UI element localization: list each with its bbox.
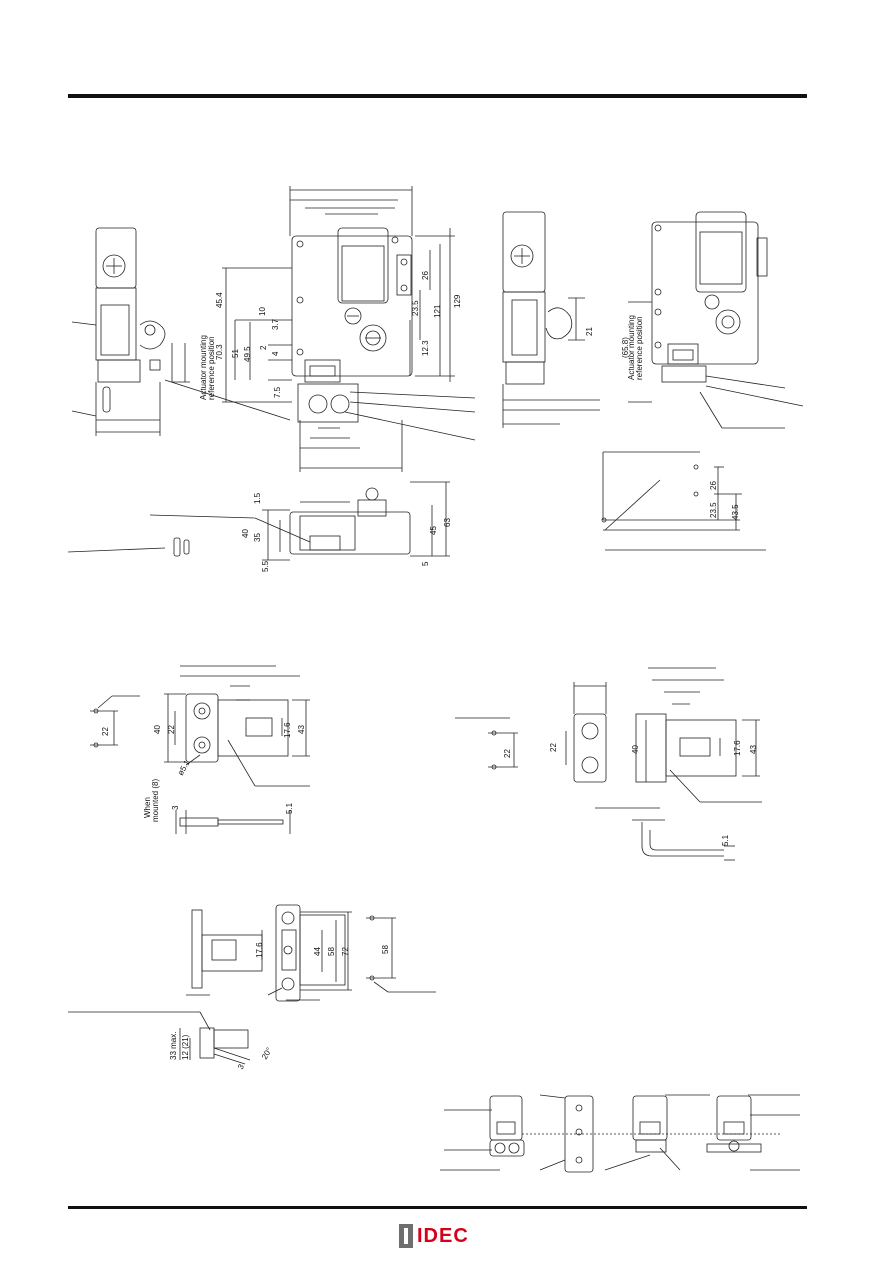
- chain-assembly: [440, 1094, 800, 1173]
- svg-text:22: 22: [503, 749, 512, 758]
- svg-text:22: 22: [549, 743, 558, 752]
- svg-text:22: 22: [167, 725, 176, 734]
- svg-text:49.5: 49.5: [243, 346, 252, 362]
- svg-text:4: 4: [271, 351, 280, 356]
- svg-text:63: 63: [443, 518, 452, 527]
- svg-text:Actuator mounting: Actuator mounting: [199, 335, 208, 400]
- svg-text:43.5: 43.5: [731, 504, 740, 520]
- svg-text:7.5: 7.5: [273, 386, 282, 398]
- svg-text:1.5: 1.5: [253, 492, 262, 504]
- logo-mark-icon: [399, 1224, 413, 1248]
- svg-text:51: 51: [231, 349, 240, 358]
- svg-text:40: 40: [153, 725, 162, 734]
- svg-text:23.5: 23.5: [411, 300, 420, 316]
- back-view: [628, 211, 804, 429]
- svg-text:58: 58: [381, 945, 390, 954]
- svg-text:12.3: 12.3: [421, 340, 430, 356]
- svg-text:43: 43: [749, 745, 758, 754]
- svg-text:35: 35: [253, 533, 262, 542]
- svg-text:21: 21: [585, 327, 594, 336]
- svg-text:Actuator mounting: Actuator mounting: [627, 315, 636, 380]
- svg-text:reference position: reference position: [207, 336, 216, 400]
- side-view-right: [502, 211, 600, 428]
- svg-text:reference position: reference position: [635, 316, 644, 380]
- svg-text:44: 44: [313, 947, 322, 956]
- svg-text:23.5: 23.5: [709, 502, 718, 518]
- svg-text:12 (21): 12 (21): [181, 1034, 190, 1060]
- footer-rule: [68, 1206, 807, 1209]
- svg-text:33 max.: 33 max.: [169, 1032, 178, 1060]
- svg-text:5.5: 5.5: [261, 560, 270, 572]
- svg-text:121: 121: [433, 304, 442, 318]
- dimension-labels: 1.5 40 35 5.5 45 63 5 45.4 51 49.5 10 3.…: [101, 271, 758, 1071]
- svg-text:When: When: [143, 797, 152, 818]
- main-front-view: [222, 186, 476, 472]
- svg-text:(65.8): (65.8): [621, 337, 630, 358]
- svg-text:5.1: 5.1: [285, 802, 294, 814]
- idec-logo: IDEC: [399, 1224, 469, 1248]
- svg-text:45: 45: [429, 526, 438, 535]
- svg-text:5: 5: [421, 561, 430, 566]
- svg-text:22: 22: [101, 727, 110, 736]
- svg-text:2: 2: [259, 345, 268, 350]
- svg-text:17.6: 17.6: [733, 740, 742, 756]
- svg-text:72: 72: [341, 947, 350, 956]
- main-top-view: [67, 481, 450, 561]
- actuator-b: [455, 667, 762, 861]
- svg-text:26: 26: [709, 481, 718, 490]
- svg-text:26: 26: [421, 271, 430, 280]
- svg-text:17.6: 17.6: [255, 942, 264, 958]
- svg-text:3: 3: [171, 805, 180, 810]
- svg-text:3.7: 3.7: [271, 318, 280, 330]
- side-view-left: [71, 227, 291, 436]
- svg-text:45.4: 45.4: [215, 292, 224, 308]
- svg-text:17.6: 17.6: [283, 722, 292, 738]
- logo-text: IDEC: [417, 1224, 469, 1247]
- svg-text:3: 3: [236, 1062, 246, 1071]
- svg-text:5.1: 5.1: [721, 834, 730, 846]
- svg-text:58: 58: [327, 947, 336, 956]
- svg-text:ø5.1: ø5.1: [176, 758, 192, 777]
- svg-text:mounted (8): mounted (8): [151, 779, 160, 822]
- header-rule: [68, 94, 807, 98]
- svg-text:10: 10: [258, 307, 267, 316]
- actuator-a: [90, 665, 310, 834]
- svg-text:129: 129: [453, 294, 462, 308]
- svg-text:70.3: 70.3: [215, 344, 224, 360]
- mounting-holes-diagram: [601, 451, 766, 551]
- svg-text:40: 40: [241, 529, 250, 538]
- svg-text:20°: 20°: [260, 1046, 274, 1061]
- svg-text:40: 40: [631, 745, 640, 754]
- actuator-c: [68, 904, 436, 1065]
- svg-text:43: 43: [297, 725, 306, 734]
